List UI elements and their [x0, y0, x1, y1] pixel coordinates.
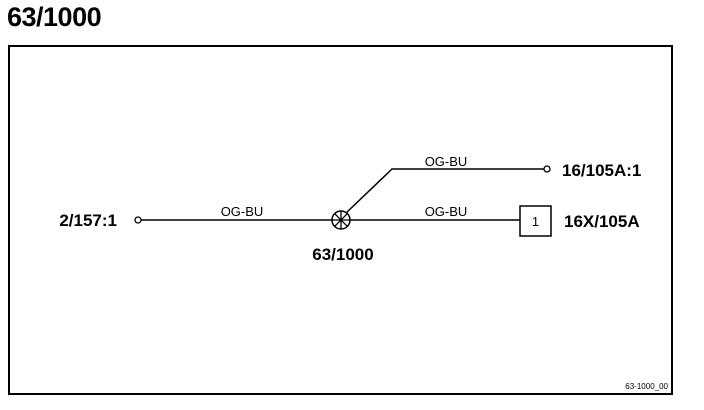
terminal-left-icon — [134, 216, 142, 224]
reference-code: 63-1000_00 — [625, 382, 668, 391]
right-connector-label: 16X/105A — [564, 212, 640, 231]
connector-box — [519, 205, 552, 237]
terminal-upper-icon — [543, 165, 551, 173]
diagram-frame — [8, 45, 673, 395]
wire-upper — [344, 168, 544, 215]
wire-left-label: OG-BU — [221, 204, 264, 219]
left-connector-label: 2/157:1 — [59, 211, 117, 230]
splice-label: 63/1000 — [312, 245, 373, 264]
page-title: 63/1000 — [7, 2, 102, 32]
splice-icon — [331, 210, 351, 230]
wire-right-label: OG-BU — [425, 204, 468, 219]
pin-number: 1 — [532, 214, 539, 229]
wire-upper-label: OG-BU — [425, 154, 468, 169]
upper-connector-label: 16/105A:1 — [562, 161, 641, 180]
